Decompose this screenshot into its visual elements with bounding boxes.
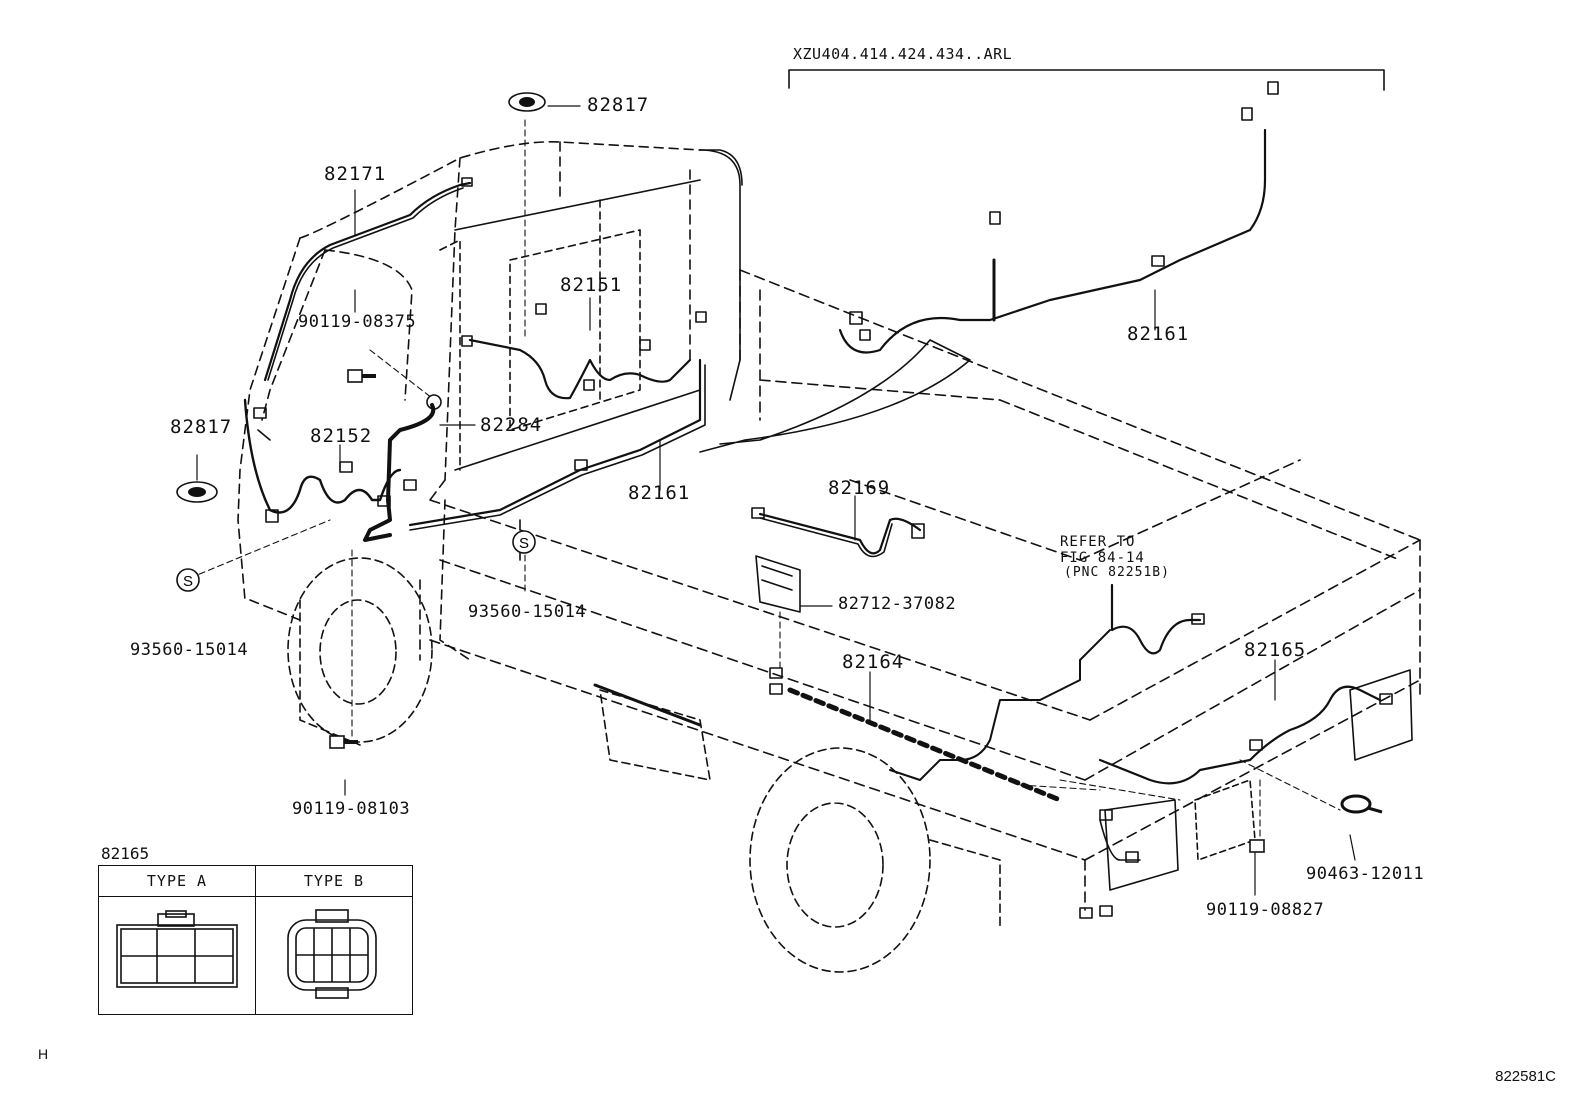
cab-outline: [237, 141, 701, 661]
bolt-lower-icon: [329, 735, 358, 749]
callout-90119-08375: 90119-08375: [298, 312, 417, 332]
callout-93560-15014-mid: 93560-15014: [468, 602, 587, 622]
roof-harness-82171: [263, 181, 472, 382]
callout-82161-rear: 82161: [1127, 323, 1190, 345]
frame-harness-82161-rear: [838, 128, 1267, 354]
callout-90119-08103: 90119-08103: [292, 799, 411, 819]
connector-type-table: TYPE A TYPE B: [98, 865, 413, 1015]
svg-text:S: S: [183, 573, 193, 590]
ground-wire-82284: [363, 403, 436, 542]
side-harness-82164: [787, 687, 1063, 803]
reference-arrow: [699, 339, 971, 453]
rear-harness-82165: [1098, 685, 1382, 785]
front-wheel: [287, 557, 433, 746]
callout-82817-left: 82817: [170, 416, 233, 438]
callout-82712-37082: 82712-37082: [838, 594, 957, 614]
callout-82284: 82284: [480, 414, 543, 436]
variant-bracket: [788, 69, 1385, 91]
frame-harness-82161-front: [408, 358, 702, 527]
callout-82165: 82165: [1244, 639, 1307, 661]
figure-code: 822581C: [1495, 1068, 1556, 1085]
callout-90119-08827: 90119-08827: [1206, 900, 1325, 920]
connector-type-a-drawing: [116, 910, 238, 988]
refer-note-line2: FIG 84-14: [1060, 550, 1145, 566]
rear-wheel: [749, 747, 1001, 973]
refer-note-line1: REFER TO: [1060, 534, 1136, 550]
cargo-bed-outline: [429, 269, 1421, 911]
bolt-upper-icon: [347, 369, 376, 383]
grommet-82817-left-icon: [176, 481, 218, 503]
callout-82817-top: 82817: [587, 94, 650, 116]
connector-type-b-drawing: [287, 909, 377, 999]
table-divider: [255, 866, 256, 1014]
rear-lamp-harness-82169: [758, 512, 922, 555]
callout-82151: 82151: [560, 274, 623, 296]
clamp-left-icon: S: [176, 568, 200, 592]
type-a-header: TYPE A: [99, 866, 255, 897]
bolt-rear-icon: [1249, 839, 1265, 853]
callout-90463-12011: 90463-12011: [1306, 864, 1425, 884]
svg-text:S: S: [519, 535, 529, 552]
callout-82164: 82164: [842, 651, 905, 673]
footer-left-mark: H: [38, 1046, 49, 1062]
band-90463-icon: [1340, 794, 1383, 814]
clamp-mid-icon: S: [512, 530, 536, 554]
cab-rear-frame: [699, 149, 741, 401]
connector-table-title: 82165: [101, 844, 150, 863]
callout-93560-15014-left: 93560-15014: [130, 640, 249, 660]
variant-range-label: XZU404.414.424.434..ARL: [793, 45, 1013, 63]
cab-rear-harness-82151: [468, 338, 692, 400]
bed-harness: [1110, 583, 1202, 655]
refer-note-line3: (PNC 82251B): [1064, 565, 1170, 580]
callout-82161-front: 82161: [628, 482, 691, 504]
callout-82152: 82152: [310, 425, 373, 447]
type-b-header: TYPE B: [256, 866, 412, 897]
front-harness-82152: [243, 398, 402, 514]
callout-82171: 82171: [324, 163, 387, 185]
grommet-82817-top-icon: [508, 92, 546, 112]
callout-82169: 82169: [828, 477, 891, 499]
relay-block: [755, 555, 801, 613]
